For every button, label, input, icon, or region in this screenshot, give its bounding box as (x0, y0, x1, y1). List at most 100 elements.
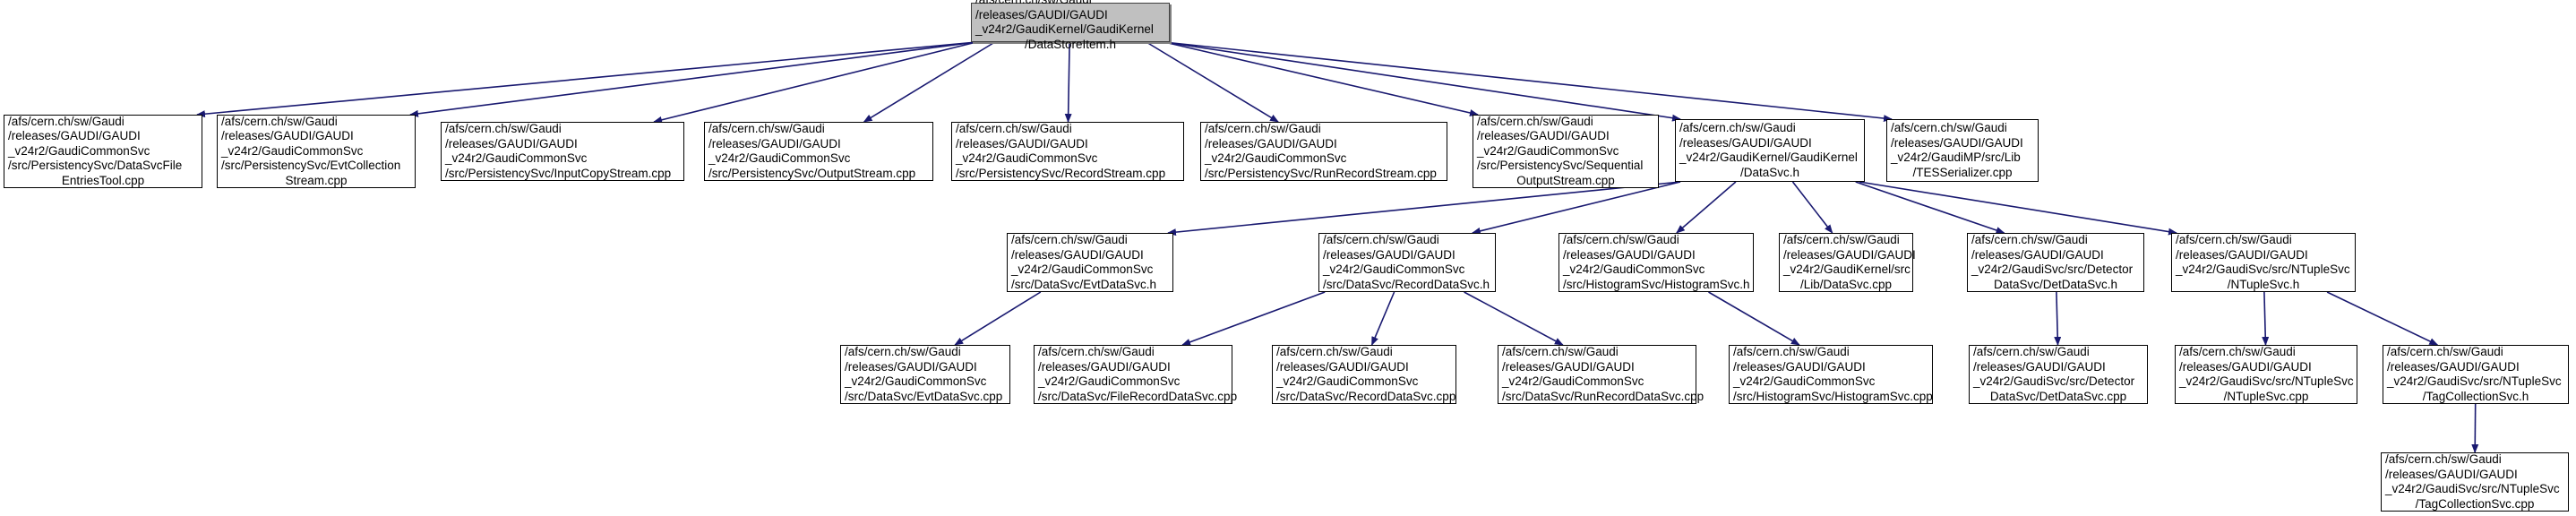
graph-node[interactable]: /afs/cern.ch/sw/Gaudi/releases/GAUDI/GAU… (1034, 345, 1237, 404)
graph-node-line: /afs/cern.ch/sw/Gaudi (2387, 345, 2503, 358)
graph-node-line: /afs/cern.ch/sw/Gaudi (708, 122, 825, 135)
graph-node[interactable]: /afs/cern.ch/sw/Gaudi/releases/GAUDI/GAU… (1779, 233, 1916, 292)
graph-node[interactable]: /afs/cern.ch/sw/Gaudi/releases/GAUDI/GAU… (1969, 345, 2148, 404)
graph-node-line: _v24r2/GaudiKernel/GaudiKernel (975, 22, 1154, 36)
graph-edge (1163, 41, 1893, 123)
graph-node[interactable]: /afs/cern.ch/sw/Gaudi/releases/GAUDI/GAU… (4, 115, 202, 188)
graph-node[interactable]: /afs/cern.ch/sw/Gaudi/releases/GAUDI/GAU… (1675, 119, 1865, 182)
graph-node-label: /afs/cern.ch/sw/Gaudi/releases/GAUDI/GAU… (1477, 115, 1654, 189)
graph-node-line: _v24r2/GaudiKernel/GaudiKernel (1679, 150, 1858, 164)
graph-node-line: /src/HistogramSvc/HistogramSvc.cpp (1733, 389, 1933, 403)
graph-node-line: /src/PersistencySvc/RecordStream.cpp (956, 166, 1166, 180)
graph-node-line: /Lib/DataSvc.cpp (1799, 277, 1893, 291)
graph-node[interactable]: /afs/cern.ch/sw/Gaudi/releases/GAUDI/GAU… (1007, 233, 1173, 292)
graph-node[interactable]: /afs/cern.ch/sw/Gaudi/releases/GAUDI/GAU… (1473, 115, 1659, 188)
graph-edge (196, 41, 977, 118)
graph-node-line: /releases/GAUDI/GAUDI (445, 136, 578, 150)
graph-node-line: _v24r2/GaudiSvc/src/Detector (1971, 262, 2134, 276)
graph-edge (1791, 181, 1833, 234)
graph-node-line: /afs/cern.ch/sw/Gaudi (1477, 114, 1593, 128)
graph-node-label: /afs/cern.ch/sw/Gaudi/releases/GAUDI/GAU… (956, 122, 1180, 181)
graph-node[interactable]: /afs/cern.ch/sw/Gaudi/releases/GAUDI/GAU… (1729, 345, 1933, 404)
graph-node-line: /releases/GAUDI/GAUDI (708, 136, 841, 150)
graph-edge (1370, 291, 1395, 346)
graph-node-label: /afs/cern.ch/sw/Gaudi/releases/GAUDI/GAU… (1971, 233, 2140, 292)
graph-node-line: /releases/GAUDI/GAUDI (1973, 359, 2106, 374)
graph-node-line: /releases/GAUDI/GAUDI (2176, 247, 2308, 262)
graph-node[interactable]: /afs/cern.ch/sw/Gaudi/releases/GAUDI/GAU… (704, 122, 933, 181)
graph-node[interactable]: /afs/cern.ch/sw/Gaudi/releases/GAUDI/GAU… (1558, 233, 1754, 292)
graph-node-line: /src/PersistencySvc/Sequential (1477, 159, 1644, 173)
graph-node-label: /afs/cern.ch/sw/Gaudi/releases/GAUDI/GAU… (1783, 233, 1916, 292)
graph-node[interactable]: /afs/cern.ch/sw/Gaudi/releases/GAUDI/GAU… (1498, 345, 1704, 404)
graph-node-label: /afs/cern.ch/sw/Gaudi/releases/GAUDI/GAU… (1038, 345, 1237, 404)
graph-node-line: _v24r2/GaudiMP/src/Lib (1891, 150, 2021, 164)
graph-node-line: /releases/GAUDI/GAUDI (1038, 359, 1171, 374)
graph-node-line: /releases/GAUDI/GAUDI (1323, 247, 1455, 262)
graph-node[interactable]: /afs/cern.ch/sw/Gaudi/releases/GAUDI/GAU… (441, 122, 684, 181)
graph-node-line: DataSvc/DetDataSvc.h (1993, 277, 2118, 291)
graph-node-label: /afs/cern.ch/sw/Gaudi/releases/GAUDI/GAU… (1502, 345, 1704, 404)
graph-node[interactable]: /afs/cern.ch/sw/Gaudi/releases/GAUDI/GAU… (2381, 452, 2569, 512)
graph-node-line: /releases/GAUDI/GAUDI (221, 129, 354, 143)
graph-node-label: /afs/cern.ch/sw/Gaudi/releases/GAUDI/GAU… (2179, 345, 2354, 404)
graph-node[interactable]: /afs/cern.ch/sw/Gaudi/releases/GAUDI/GAU… (1967, 233, 2144, 292)
graph-node-line: /afs/cern.ch/sw/Gaudi (975, 0, 1165, 8)
graph-node-label: /afs/cern.ch/sw/Gaudi/releases/GAUDI/GAU… (445, 122, 680, 181)
graph-node-line: _v24r2/GaudiCommonSvc (1205, 151, 1347, 165)
graph-edge (1859, 181, 2177, 236)
graph-edge (409, 41, 977, 117)
graph-node-line: /src/HistogramSvc/HistogramSvc.h (1563, 277, 1750, 291)
graph-node-line: _v24r2/GaudiSvc/src/Detector (1973, 374, 2135, 388)
graph-node-line: _v24r2/GaudiSvc/src/NTupleSvc (2387, 374, 2562, 388)
graph-node-label: /afs/cern.ch/sw/Gaudi/releases/GAUDI/GAU… (1276, 345, 1455, 404)
graph-node[interactable]: /afs/cern.ch/sw/Gaudi/releases/GAUDI/GAU… (1318, 233, 1496, 292)
graph-edge (1163, 41, 1681, 122)
graph-node-line: _v24r2/GaudiSvc/src/NTupleSvc (2385, 482, 2560, 495)
graph-node-line: _v24r2/GaudiSvc/src/NTupleSvc (2179, 374, 2354, 388)
graph-node-line: /afs/cern.ch/sw/Gaudi (1733, 345, 1850, 358)
graph-node-label: /afs/cern.ch/sw/Gaudi/releases/GAUDI/GAU… (1563, 233, 1750, 292)
graph-node-line: /afs/cern.ch/sw/Gaudi (221, 114, 338, 128)
graph-node-line: /afs/cern.ch/sw/Gaudi (445, 122, 562, 135)
graph-node-line: /src/PersistencySvc/EvtCollection (221, 159, 401, 173)
graph-node-line: _v24r2/GaudiCommonSvc (1011, 262, 1154, 276)
graph-node-line: /releases/GAUDI/GAUDI (1679, 135, 1812, 150)
graph-node-root[interactable]: /afs/cern.ch/sw/Gaudi/releases/GAUDI/GAU… (971, 0, 1170, 51)
graph-node-line: /afs/cern.ch/sw/Gaudi (1011, 233, 1128, 246)
graph-node[interactable]: /afs/cern.ch/sw/Gaudi/releases/GAUDI/GAU… (1200, 122, 1447, 181)
graph-node-label: /afs/cern.ch/sw/Gaudi/releases/GAUDI/GAU… (1973, 345, 2143, 404)
graph-edge (1471, 181, 1681, 235)
graph-node[interactable]: /afs/cern.ch/sw/Gaudi/releases/GAUDI/GAU… (2175, 345, 2357, 404)
graph-node[interactable]: /afs/cern.ch/sw/Gaudi/releases/GAUDI/GAU… (1272, 345, 1456, 404)
graph-node[interactable]: /afs/cern.ch/sw/Gaudi/releases/GAUDI/GAU… (1886, 119, 2039, 182)
graph-node-label: /afs/cern.ch/sw/Gaudi/releases/GAUDI/GAU… (8, 115, 198, 189)
graph-edge (2471, 403, 2479, 453)
graph-node[interactable]: /afs/cern.ch/sw/Gaudi/releases/GAUDI/GAU… (951, 122, 1184, 181)
graph-node-line: /releases/GAUDI/GAUDI (2385, 467, 2518, 481)
graph-node-line: _v24r2/GaudiCommonSvc (221, 143, 364, 158)
graph-node-line: /afs/cern.ch/sw/Gaudi (2176, 233, 2292, 246)
graph-node-line: /afs/cern.ch/sw/Gaudi (1971, 233, 2088, 246)
graph-node-line: /releases/GAUDI/GAUDI (2387, 359, 2520, 374)
graph-node[interactable]: /afs/cern.ch/sw/Gaudi/releases/GAUDI/GAU… (217, 115, 416, 188)
graph-node-line: /releases/GAUDI/GAUDI (1733, 359, 1866, 374)
graph-edge (1855, 181, 2005, 234)
graph-node[interactable]: /afs/cern.ch/sw/Gaudi/releases/GAUDI/GAU… (2383, 345, 2569, 404)
graph-node-line: /releases/GAUDI/GAUDI (2179, 359, 2312, 374)
graph-node-line: _v24r2/GaudiCommonSvc (845, 374, 987, 388)
graph-node[interactable]: /afs/cern.ch/sw/Gaudi/releases/GAUDI/GAU… (2171, 233, 2356, 292)
graph-node-label: /afs/cern.ch/sw/Gaudi/releases/GAUDI/GAU… (2176, 233, 2351, 292)
graph-node-line: _v24r2/GaudiCommonSvc (1733, 374, 1876, 388)
graph-node-line: EntriesTool.cpp (61, 173, 145, 187)
graph-node-line: /TagCollectionSvc.h (2422, 389, 2529, 403)
graph-edge (653, 41, 977, 124)
graph-node-line: /afs/cern.ch/sw/Gaudi (8, 114, 125, 128)
graph-node-label: /afs/cern.ch/sw/Gaudi/releases/GAUDI/GAU… (708, 122, 929, 181)
graph-edge (1181, 291, 1326, 346)
graph-node-line: /src/DataSvc/EvtDataSvc.h (1011, 277, 1157, 291)
graph-node[interactable]: /afs/cern.ch/sw/Gaudi/releases/GAUDI/GAU… (840, 345, 1010, 404)
graph-node-line: /releases/GAUDI/GAUDI (1205, 136, 1337, 150)
graph-node-line: DataSvc/DetDataSvc.cpp (1989, 389, 2127, 403)
